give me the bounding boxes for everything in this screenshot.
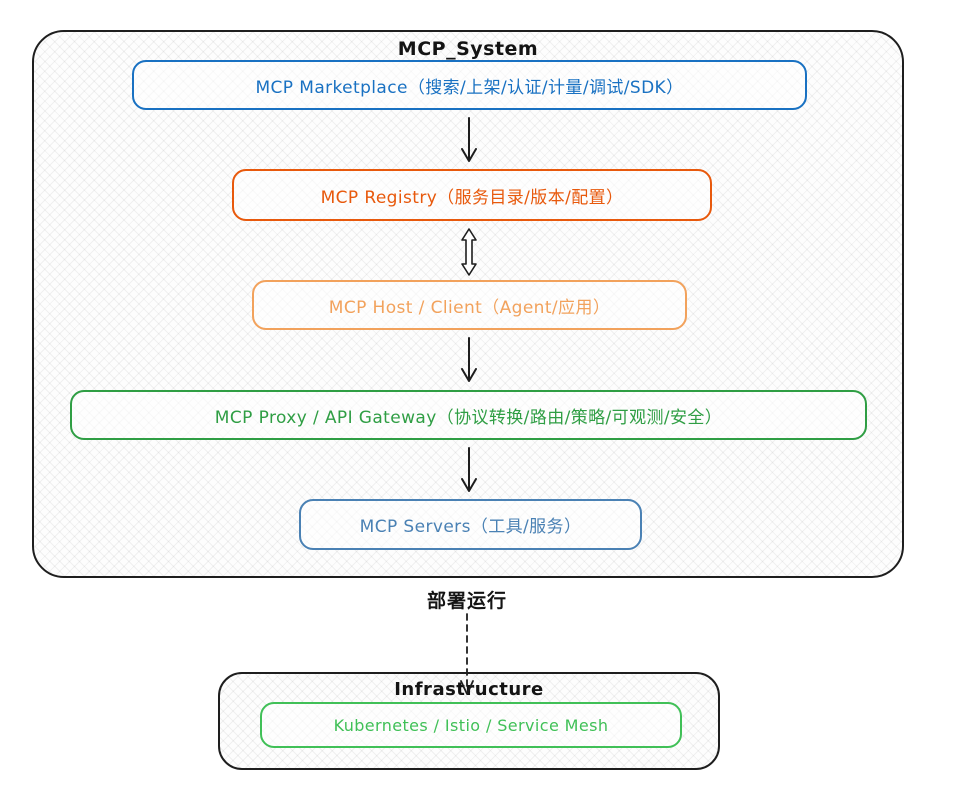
node-mcp-marketplace: MCP Marketplace（搜索/上架/认证/计量/调试/SDK）	[132, 60, 807, 110]
arrow-down-icon	[461, 447, 477, 492]
node-mcp-registry-label: MCP Registry（服务目录/版本/配置）	[320, 187, 624, 208]
dashed-arrow-icon	[460, 613, 474, 695]
arrow-down-icon	[461, 117, 477, 162]
node-mcp-host-client: MCP Host / Client（Agent/应用）	[252, 280, 687, 330]
double-arrow-icon	[461, 228, 477, 276]
infrastructure-container: Infrastructure Kubernetes / Istio / Serv…	[218, 672, 720, 770]
mcp-system-title: MCP_System	[397, 38, 539, 60]
node-mcp-registry: MCP Registry（服务目录/版本/配置）	[232, 169, 712, 221]
node-mcp-marketplace-label: MCP Marketplace（搜索/上架/认证/计量/调试/SDK）	[255, 77, 684, 98]
node-mcp-servers: MCP Servers（工具/服务）	[299, 499, 642, 550]
node-mcp-proxy-gateway: MCP Proxy / API Gateway（协议转换/路由/策略/可观测/安…	[70, 390, 867, 440]
mcp-system-container: MCP_System MCP Marketplace（搜索/上架/认证/计量/调…	[32, 30, 904, 578]
node-kubernetes-istio-label: Kubernetes / Istio / Service Mesh	[333, 715, 609, 735]
arrow-down-icon	[461, 337, 477, 382]
node-mcp-servers-label: MCP Servers（工具/服务）	[359, 517, 582, 537]
node-mcp-host-client-label: MCP Host / Client（Agent/应用）	[328, 297, 611, 318]
node-mcp-proxy-gateway-label: MCP Proxy / API Gateway（协议转换/路由/策略/可观测/安…	[214, 407, 723, 428]
deploy-run-label: 部署运行	[426, 590, 508, 612]
node-kubernetes-istio: Kubernetes / Istio / Service Mesh	[260, 702, 682, 748]
